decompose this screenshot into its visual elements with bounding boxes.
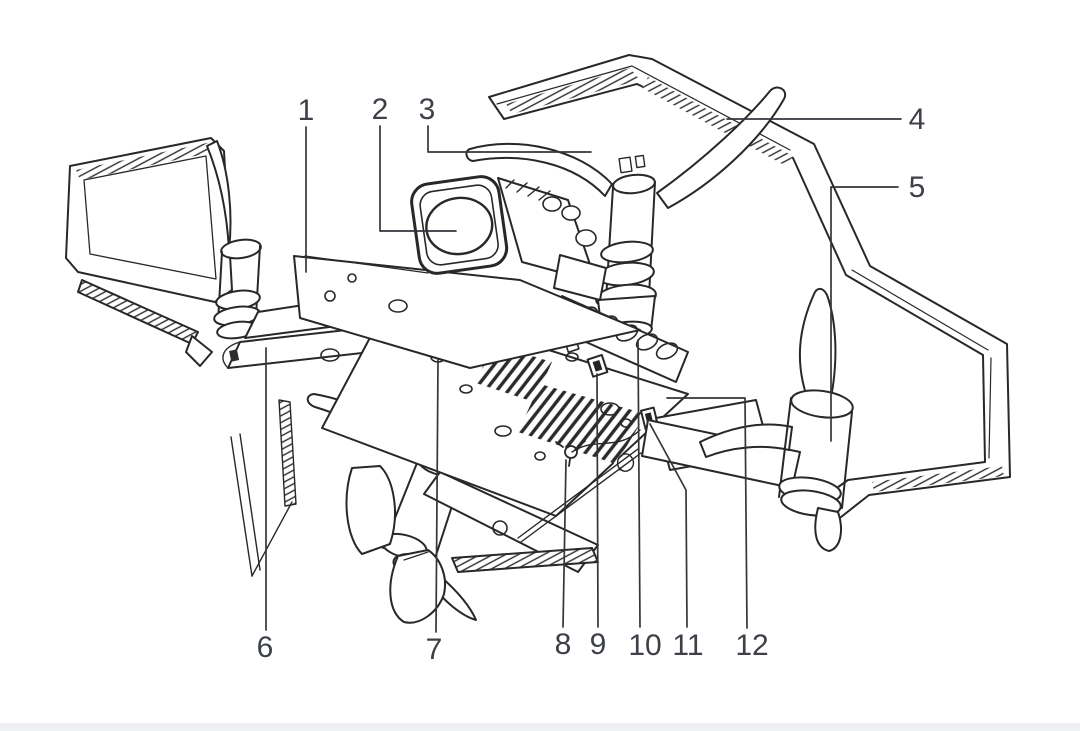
callout-9: 9 [589, 628, 607, 661]
main-body-top-plate [293, 255, 641, 369]
callout-3: 3 [418, 93, 436, 126]
callout-5: 5 [908, 171, 926, 204]
antenna-wire [517, 429, 642, 543]
motor-front-left [206, 140, 262, 340]
callout-7: 7 [425, 633, 443, 666]
leader-2 [379, 125, 457, 232]
camera [410, 175, 509, 275]
rear-right-assembly [641, 287, 854, 552]
propeller-guard-right [488, 54, 1011, 522]
page-edge-strip [0, 723, 1080, 731]
callout-12: 12 [735, 629, 769, 662]
front-right-propeller [465, 86, 787, 209]
callout-1: 1 [297, 94, 315, 127]
usb-port [586, 353, 609, 378]
callout-11: 11 [672, 629, 704, 662]
callout-10: 10 [628, 629, 662, 662]
leader-3 [427, 125, 592, 153]
callout-6: 6 [256, 631, 274, 664]
rear-left-assembly [230, 393, 599, 624]
leader-9 [596, 373, 599, 628]
propeller-guard-left [65, 137, 233, 367]
leader-lines [265, 118, 902, 633]
vent-grille [518, 384, 646, 464]
leader-12 [666, 397, 748, 629]
callout-4: 4 [908, 103, 926, 136]
leader-8 [562, 459, 567, 628]
reset-screw [555, 440, 586, 467]
callout-2: 2 [371, 93, 389, 126]
leader-5 [830, 186, 899, 442]
leader-10 [637, 339, 641, 628]
callout-8: 8 [554, 628, 572, 661]
leader-7 [435, 359, 439, 633]
leader-11 [649, 423, 688, 628]
